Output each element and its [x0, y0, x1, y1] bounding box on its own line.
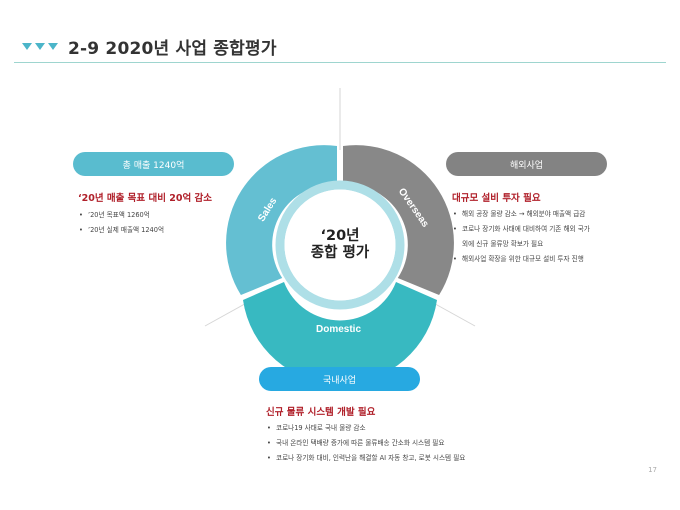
list-item: 코로나 장기화 대비, 인력난을 해결할 AI 자동 창고, 로봇 시스템 필요 [266, 451, 465, 466]
list-item: 해외 공장 물량 감소 → 해외분야 매출액 급감 [452, 207, 590, 222]
sales-pill: 총 매출 1240억 [73, 152, 234, 176]
list-item: 국내 온라인 택배량 증가에 따른 물류배송 간소화 시스템 필요 [266, 436, 465, 451]
segment-sales [226, 145, 337, 295]
list-item: 해외사업 확장을 위한 대규모 설비 투자 진행 [452, 252, 590, 267]
center-label: ‘20년 종합 평가 [290, 228, 390, 262]
header-divider [14, 62, 666, 63]
inner-ring [275, 180, 405, 310]
sales-bullet-list: ’20년 목표액 1260억 ’20년 실제 매출액 1240억 [78, 208, 164, 238]
inner-core [284, 189, 396, 301]
segment-domestic [243, 282, 437, 385]
center-label-text: 종합 평가 [310, 245, 370, 261]
slide-header: 2-9 2020년 사업 종합평가 [22, 34, 277, 59]
page-number: 17 [648, 466, 657, 474]
overseas-heading: 대규모 설비 투자 필요 [452, 193, 541, 204]
list-item: ’20년 목표액 1260억 [78, 208, 164, 223]
domestic-heading: 신규 물류 시스템 개발 필요 [266, 407, 376, 418]
page-title: 2-9 2020년 사업 종합평가 [68, 39, 277, 59]
list-item: ’20년 실제 매출액 1240억 [78, 223, 164, 238]
overseas-bullet-list: 해외 공장 물량 감소 → 해외분야 매출액 급감 코로나 장기화 사태에 대비… [452, 207, 590, 267]
triangle-bullets-icon [22, 43, 58, 50]
segment-label-domestic: Domestic [316, 324, 361, 335]
center-label-year: ‘20년 [320, 228, 360, 244]
domestic-pill: 국내사업 [259, 367, 420, 391]
list-item: 코로나 장기화 사태에 대비하여 기존 해외 국가 [452, 222, 590, 237]
list-item: 코로나19 사태로 국내 물량 감소 [266, 421, 465, 436]
segment-overseas [343, 145, 454, 295]
overseas-pill: 해외사업 [446, 152, 607, 176]
list-item-continuation: 외에 신규 물류망 확보가 필요 [462, 240, 544, 248]
sales-heading: ‘20년 매출 목표 대비 20억 감소 [78, 193, 212, 204]
domestic-bullet-list: 코로나19 사태로 국내 물량 감소 국내 온라인 택배량 증가에 따른 물류배… [266, 421, 465, 466]
